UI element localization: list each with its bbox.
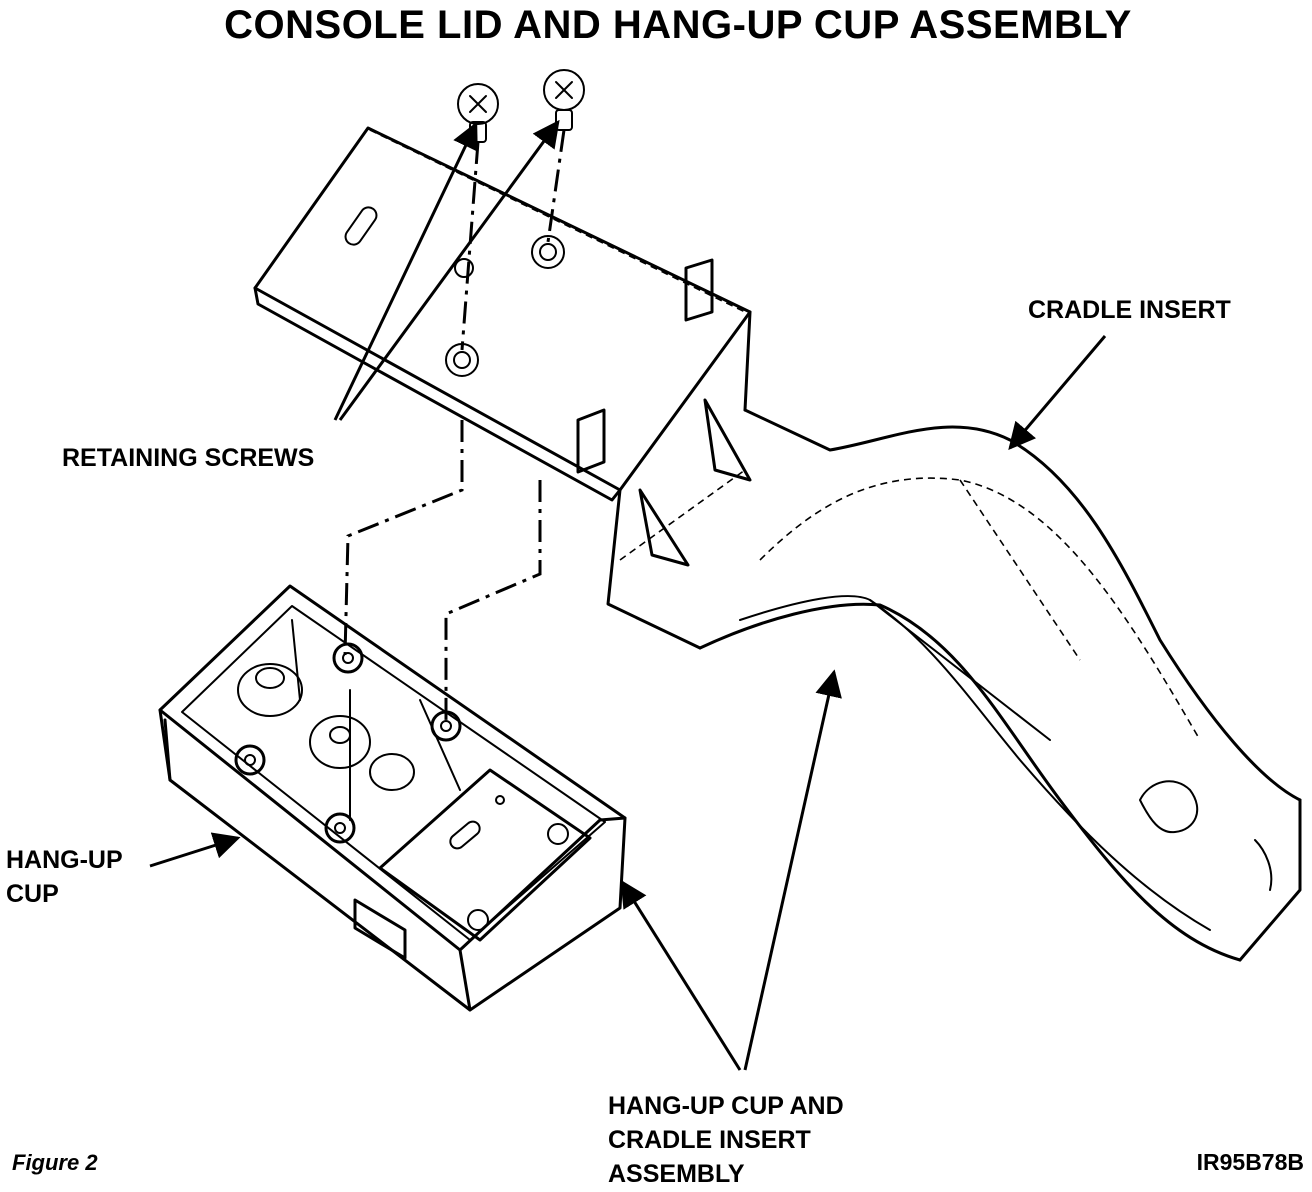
mounting-boss	[332, 642, 364, 674]
retaining-screw	[543, 69, 585, 131]
assembly-label-line1: HANG-UP CUP AND	[608, 1092, 844, 1120]
hang-up-cup-label-line2: CUP	[6, 880, 59, 908]
mounting-boss	[234, 744, 266, 776]
console-lid	[253, 126, 1302, 962]
assembly-label-line2: CRADLE INSERT	[608, 1126, 811, 1154]
assembly-label-line3: ASSEMBLY	[608, 1160, 745, 1188]
cover-plate	[378, 768, 592, 942]
pulley	[369, 753, 415, 791]
retaining-screws-label: RETAINING SCREWS	[62, 444, 314, 472]
hang-up-cup-label-line1: HANG-UP	[6, 846, 123, 874]
pulley	[237, 663, 303, 717]
pulley	[309, 715, 371, 769]
figure-label: Figure 2	[12, 1150, 98, 1175]
cradle-insert-label: CRADLE INSERT	[1028, 296, 1231, 324]
screw-hole	[531, 235, 565, 269]
retaining-screw	[457, 83, 499, 143]
mounting-boss	[324, 812, 356, 844]
diagram-title: CONSOLE LID AND HANG-UP CUP ASSEMBLY	[224, 3, 1132, 47]
hang-up-cup	[158, 584, 627, 1012]
figure-code: IR95B78B	[1197, 1149, 1304, 1175]
screw-hole	[454, 258, 474, 278]
